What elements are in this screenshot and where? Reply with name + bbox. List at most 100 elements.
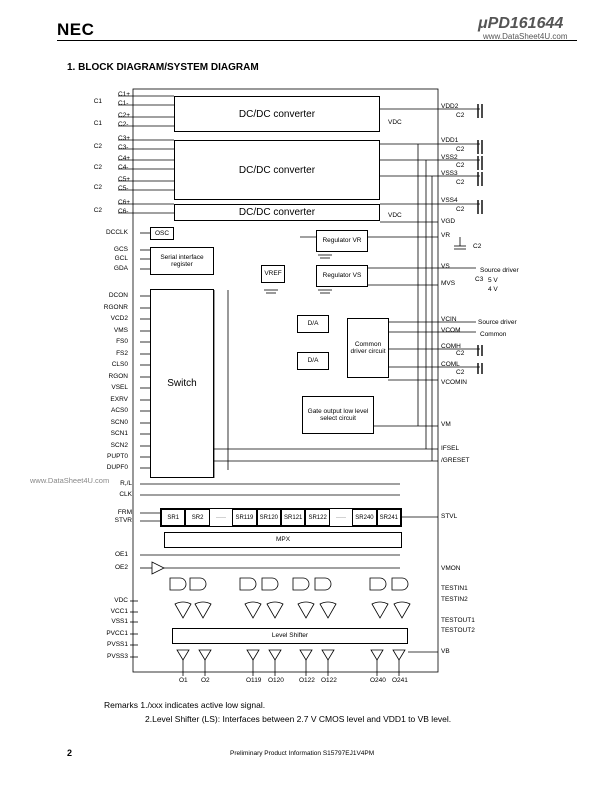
pin-label: C2+ xyxy=(118,112,131,119)
pin-vss1: VSS1 xyxy=(111,618,128,625)
remark-2: 2.Level Shifter (LS): Interfaces between… xyxy=(145,714,452,724)
pin-vm: VM xyxy=(441,421,451,428)
da-converter-2: D/A xyxy=(297,352,329,370)
cap-label: C2 xyxy=(93,164,102,171)
cap-label: C1 xyxy=(93,98,102,105)
cap-label: C2 xyxy=(93,143,102,150)
output-label: O241 xyxy=(392,677,408,684)
cap-c3: C3 xyxy=(475,276,484,283)
pin-rl: R,/L xyxy=(120,480,132,487)
source-driver-label-1: Source driver xyxy=(480,267,519,274)
pin-acs0: ACS0 xyxy=(111,407,128,414)
output-label: O119 xyxy=(246,677,262,684)
pin-vs: VS xyxy=(441,263,450,270)
pin-vms: VMS xyxy=(113,327,128,334)
pin-vgd: VGD xyxy=(441,218,456,225)
pin-vcd2: VCD2 xyxy=(110,315,128,322)
pin-vb: VB xyxy=(441,648,450,655)
pin-label: C2- xyxy=(118,121,129,128)
shift-register-ellipsis: ····· xyxy=(209,509,233,526)
pin-rgonr: RGONR xyxy=(103,304,128,311)
section-title: 1. BLOCK DIAGRAM/SYSTEM DIAGRAM xyxy=(67,62,259,73)
cap-label: C2 xyxy=(456,206,465,213)
pin-label: C3+ xyxy=(118,135,131,142)
pin-oe1: OE1 xyxy=(114,551,128,558)
level-shifter-block: Level Shifter xyxy=(172,628,408,644)
pin-vr: VR xyxy=(441,232,451,239)
shift-register-row: SR1 SR2 ····· SR119 SR120 SR121 SR122 ··… xyxy=(160,508,402,527)
pin-vmon: VMON xyxy=(441,565,461,572)
shift-register: SR240 xyxy=(352,509,377,526)
pin-fs0: FS0 xyxy=(116,338,128,345)
pin-oe2: OE2 xyxy=(114,564,128,571)
pin-vcomin: VCOMIN xyxy=(441,379,467,386)
pin-vcom: VCOM xyxy=(441,327,461,334)
remark-1: Remarks 1./xxx indicates active low sign… xyxy=(104,700,266,710)
dcdc-converter-1: DC/DC converter xyxy=(174,96,380,132)
pin-mvs: MVS xyxy=(441,280,456,287)
regulator-vr: Regulator VR xyxy=(316,230,368,252)
cap-label: C2 xyxy=(93,184,102,191)
pin-pvcc1: PVCC1 xyxy=(106,630,128,637)
common-driver-circuit: Common driver circuit xyxy=(347,318,389,378)
cap-c2-vr: C2 xyxy=(473,243,482,250)
pin-vss3: VSS3 xyxy=(441,170,458,177)
pin-exrv: EXRV xyxy=(110,396,128,403)
pin-label: C1- xyxy=(118,100,129,107)
pin-stvr: STVR xyxy=(114,517,132,524)
output-label: O2 xyxy=(201,677,210,684)
watermark-mid: www.DataSheet4U.com xyxy=(30,476,110,485)
pin-label: C6+ xyxy=(118,199,131,206)
cap-label: C2 xyxy=(456,146,465,153)
pin-dupf0: DUPF0 xyxy=(106,464,128,471)
pin-gda: GDA xyxy=(113,265,128,272)
pin-vdc: VDC xyxy=(114,597,128,604)
pin-label: C4- xyxy=(118,164,129,171)
shift-register-ellipsis: ····· xyxy=(329,509,353,526)
pin-dcclk: DCCLK xyxy=(105,229,128,236)
pin-frm: FRM xyxy=(117,509,132,516)
pin-pvss1: PVSS1 xyxy=(107,641,128,648)
pin-label: C1+ xyxy=(118,91,131,98)
pin-cls0: CLS0 xyxy=(111,361,128,368)
pin-rgon: RGON xyxy=(108,373,129,380)
shift-register: SR2 xyxy=(185,509,210,526)
pin-testout2: TESTOUT2 xyxy=(441,627,475,634)
cap-label: C2 xyxy=(456,350,465,357)
pin-vss4: VSS4 xyxy=(441,197,458,204)
cap-label: C2 xyxy=(456,179,465,186)
output-label: O1 xyxy=(179,677,188,684)
pin-label: C6- xyxy=(118,208,129,215)
pin-gcs: GCS xyxy=(113,246,128,253)
pin-testin2: TESTIN2 xyxy=(441,596,468,603)
mpx-block: MPX xyxy=(164,532,402,548)
da-converter-1: D/A xyxy=(297,315,329,333)
shift-register: SR121 xyxy=(281,509,306,526)
pin-vsel: VSEL xyxy=(111,384,128,391)
vref-block: VREF xyxy=(261,265,285,283)
pin-vss2: VSS2 xyxy=(441,154,458,161)
cap-label: C2 xyxy=(456,369,465,376)
pin-label: C3- xyxy=(118,144,129,151)
shift-register: SR1 xyxy=(161,509,186,526)
shift-register: SR119 xyxy=(232,509,257,526)
pin-comh: COMH xyxy=(441,343,461,350)
output-label: O120 xyxy=(268,677,284,684)
pin-scn0: SCN0 xyxy=(110,419,128,426)
pin-dcon: DCON xyxy=(108,292,128,299)
header-watermark: www.DataSheet4U.com xyxy=(483,32,568,41)
pin-testin1: TESTIN1 xyxy=(441,585,468,592)
vdc-label-2: VDC xyxy=(388,212,402,219)
pin-scn2: SCN2 xyxy=(110,442,128,449)
gate-output-select-circuit: Gate output low level select circuit xyxy=(302,396,374,434)
pin-coml: COML xyxy=(441,361,460,368)
common-label: Common xyxy=(480,331,507,338)
pin-vcin: VCIN xyxy=(441,316,457,323)
page-number: 2 xyxy=(67,748,73,758)
pin-pvss3: PVSS3 xyxy=(107,653,128,660)
nec-logo: NEC xyxy=(57,20,95,39)
output-label: O122 xyxy=(321,677,337,684)
source-driver-label-2: Source driver xyxy=(478,319,517,326)
pin-fs2: FS2 xyxy=(116,350,128,357)
